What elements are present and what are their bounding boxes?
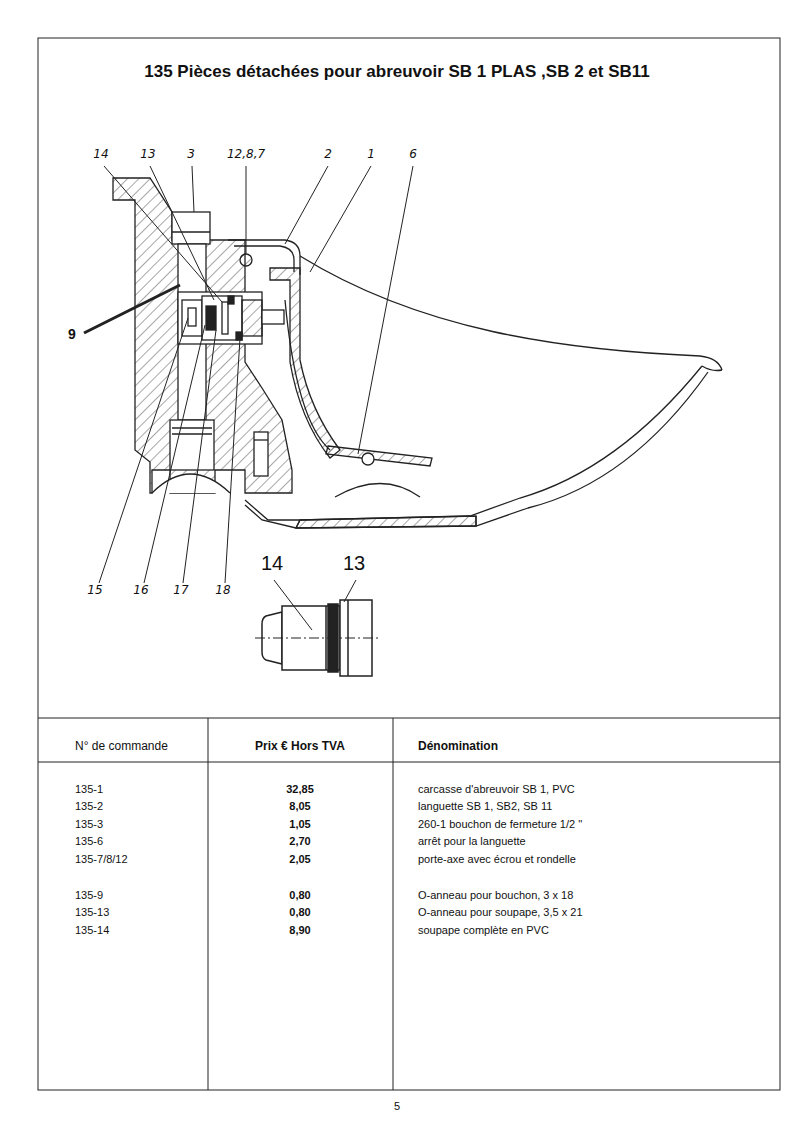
table-cell: 2,70 [289,835,310,848]
table-cell: 135-2 [75,800,103,813]
table-cell: 8,05 [289,800,310,813]
table-header: Dénomination [418,740,498,754]
table-cell: 135-1 [75,783,103,796]
table-rule [38,762,780,763]
callout-number: 9 [68,326,76,342]
table-cell: soupape complète en PVC [418,924,549,937]
table-cell: 135-9 [75,889,103,902]
callout-number: 14 [261,552,283,575]
table-cell: 0,80 [289,906,310,919]
table-cell: carcasse d'abreuvoir SB 1, PVC [418,783,575,796]
callout-number: 2 [324,148,332,162]
callout-number: 15 [87,584,102,598]
page-title: 135 Pièces détachées pour abreuvoir SB 1… [144,62,650,82]
callout-number: 14 [93,148,108,162]
table-cell: 135-14 [75,924,109,937]
table-cell: 32,85 [286,783,314,796]
table-cell: 1,05 [289,818,310,831]
table-header: Prix € Hors TVA [255,740,345,754]
drinker-section [113,178,722,528]
callout-number: 13 [343,552,365,575]
table-header: N° de commande [75,740,168,754]
page-frame [38,38,780,1090]
table-cell: 0,80 [289,889,310,902]
table-rule [208,718,209,1090]
page-number: 5 [394,1100,400,1113]
callout-number: 6 [409,148,417,162]
callout-number: 1 [367,148,375,162]
table-cell: 135-7/8/12 [75,853,128,866]
callout-number: 12,8,7 [227,148,265,162]
leader-lines [84,166,413,630]
callout-number: 3 [187,148,195,162]
table-cell: 135-13 [75,906,109,919]
table-cell: 2,05 [289,853,310,866]
table-cell: 260-1 bouchon de fermeture 1/2 '' [418,818,582,831]
callout-number: 17 [173,584,188,598]
table-rule [393,718,394,1090]
valve-detail [255,600,380,676]
table-rule [38,718,780,719]
table-cell: arrêt pour la languette [418,835,526,848]
table-cell: 135-6 [75,835,103,848]
table-cell: 8,90 [289,924,310,937]
table-cell: languette SB 1, SB2, SB 11 [418,800,552,813]
table-cell: 135-3 [75,818,103,831]
callout-number: 18 [215,584,230,598]
table-cell: porte-axe avec écrou et rondelle [418,853,576,866]
callout-number: 13 [140,148,155,162]
callout-number: 16 [133,584,148,598]
table-cell: O-anneau pour soupape, 3,5 x 21 [418,906,583,919]
table-cell: O-anneau pour bouchon, 3 x 18 [418,889,573,902]
